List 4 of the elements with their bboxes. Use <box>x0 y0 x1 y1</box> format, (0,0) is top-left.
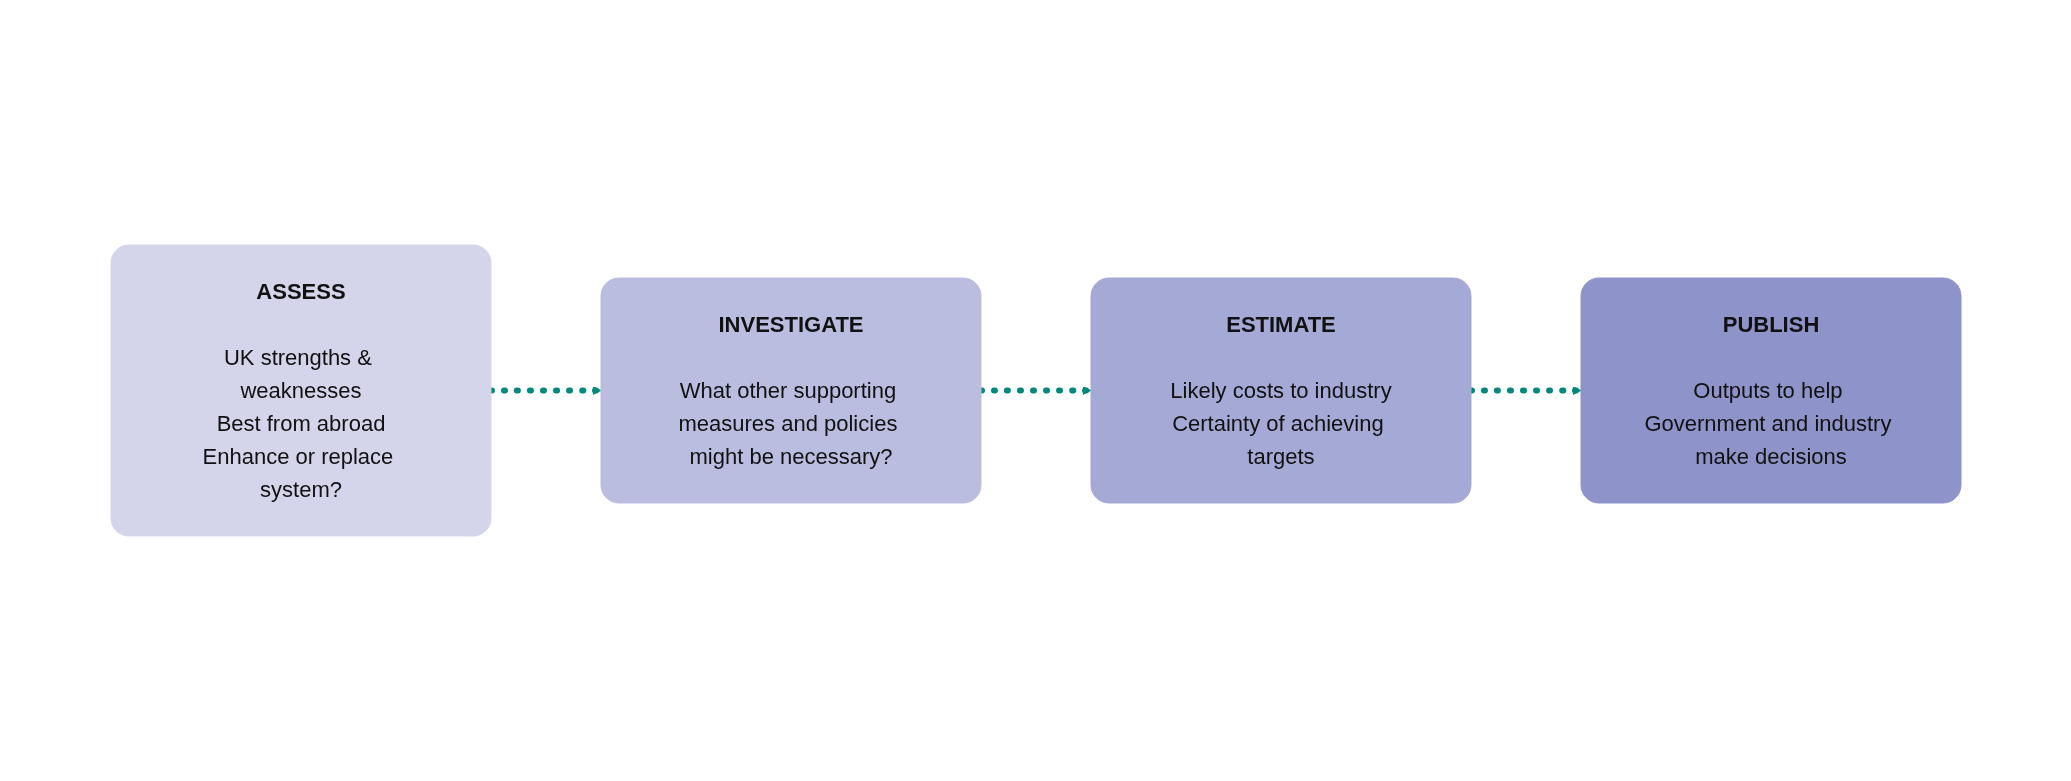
node-box: ASSESS UK strengths & weaknesses Best from abroad Enhance or replace system? <box>110 244 491 537</box>
node-box: PUBLISH Outputs to help Government and industry make decisions <box>1580 277 1961 504</box>
node-box: ESTIMATE Likely costs to industry Certainty of achieving targets <box>1090 277 1471 504</box>
node-box: INVESTIGATE What other supporting measures and policies might be necessary? <box>600 277 981 504</box>
